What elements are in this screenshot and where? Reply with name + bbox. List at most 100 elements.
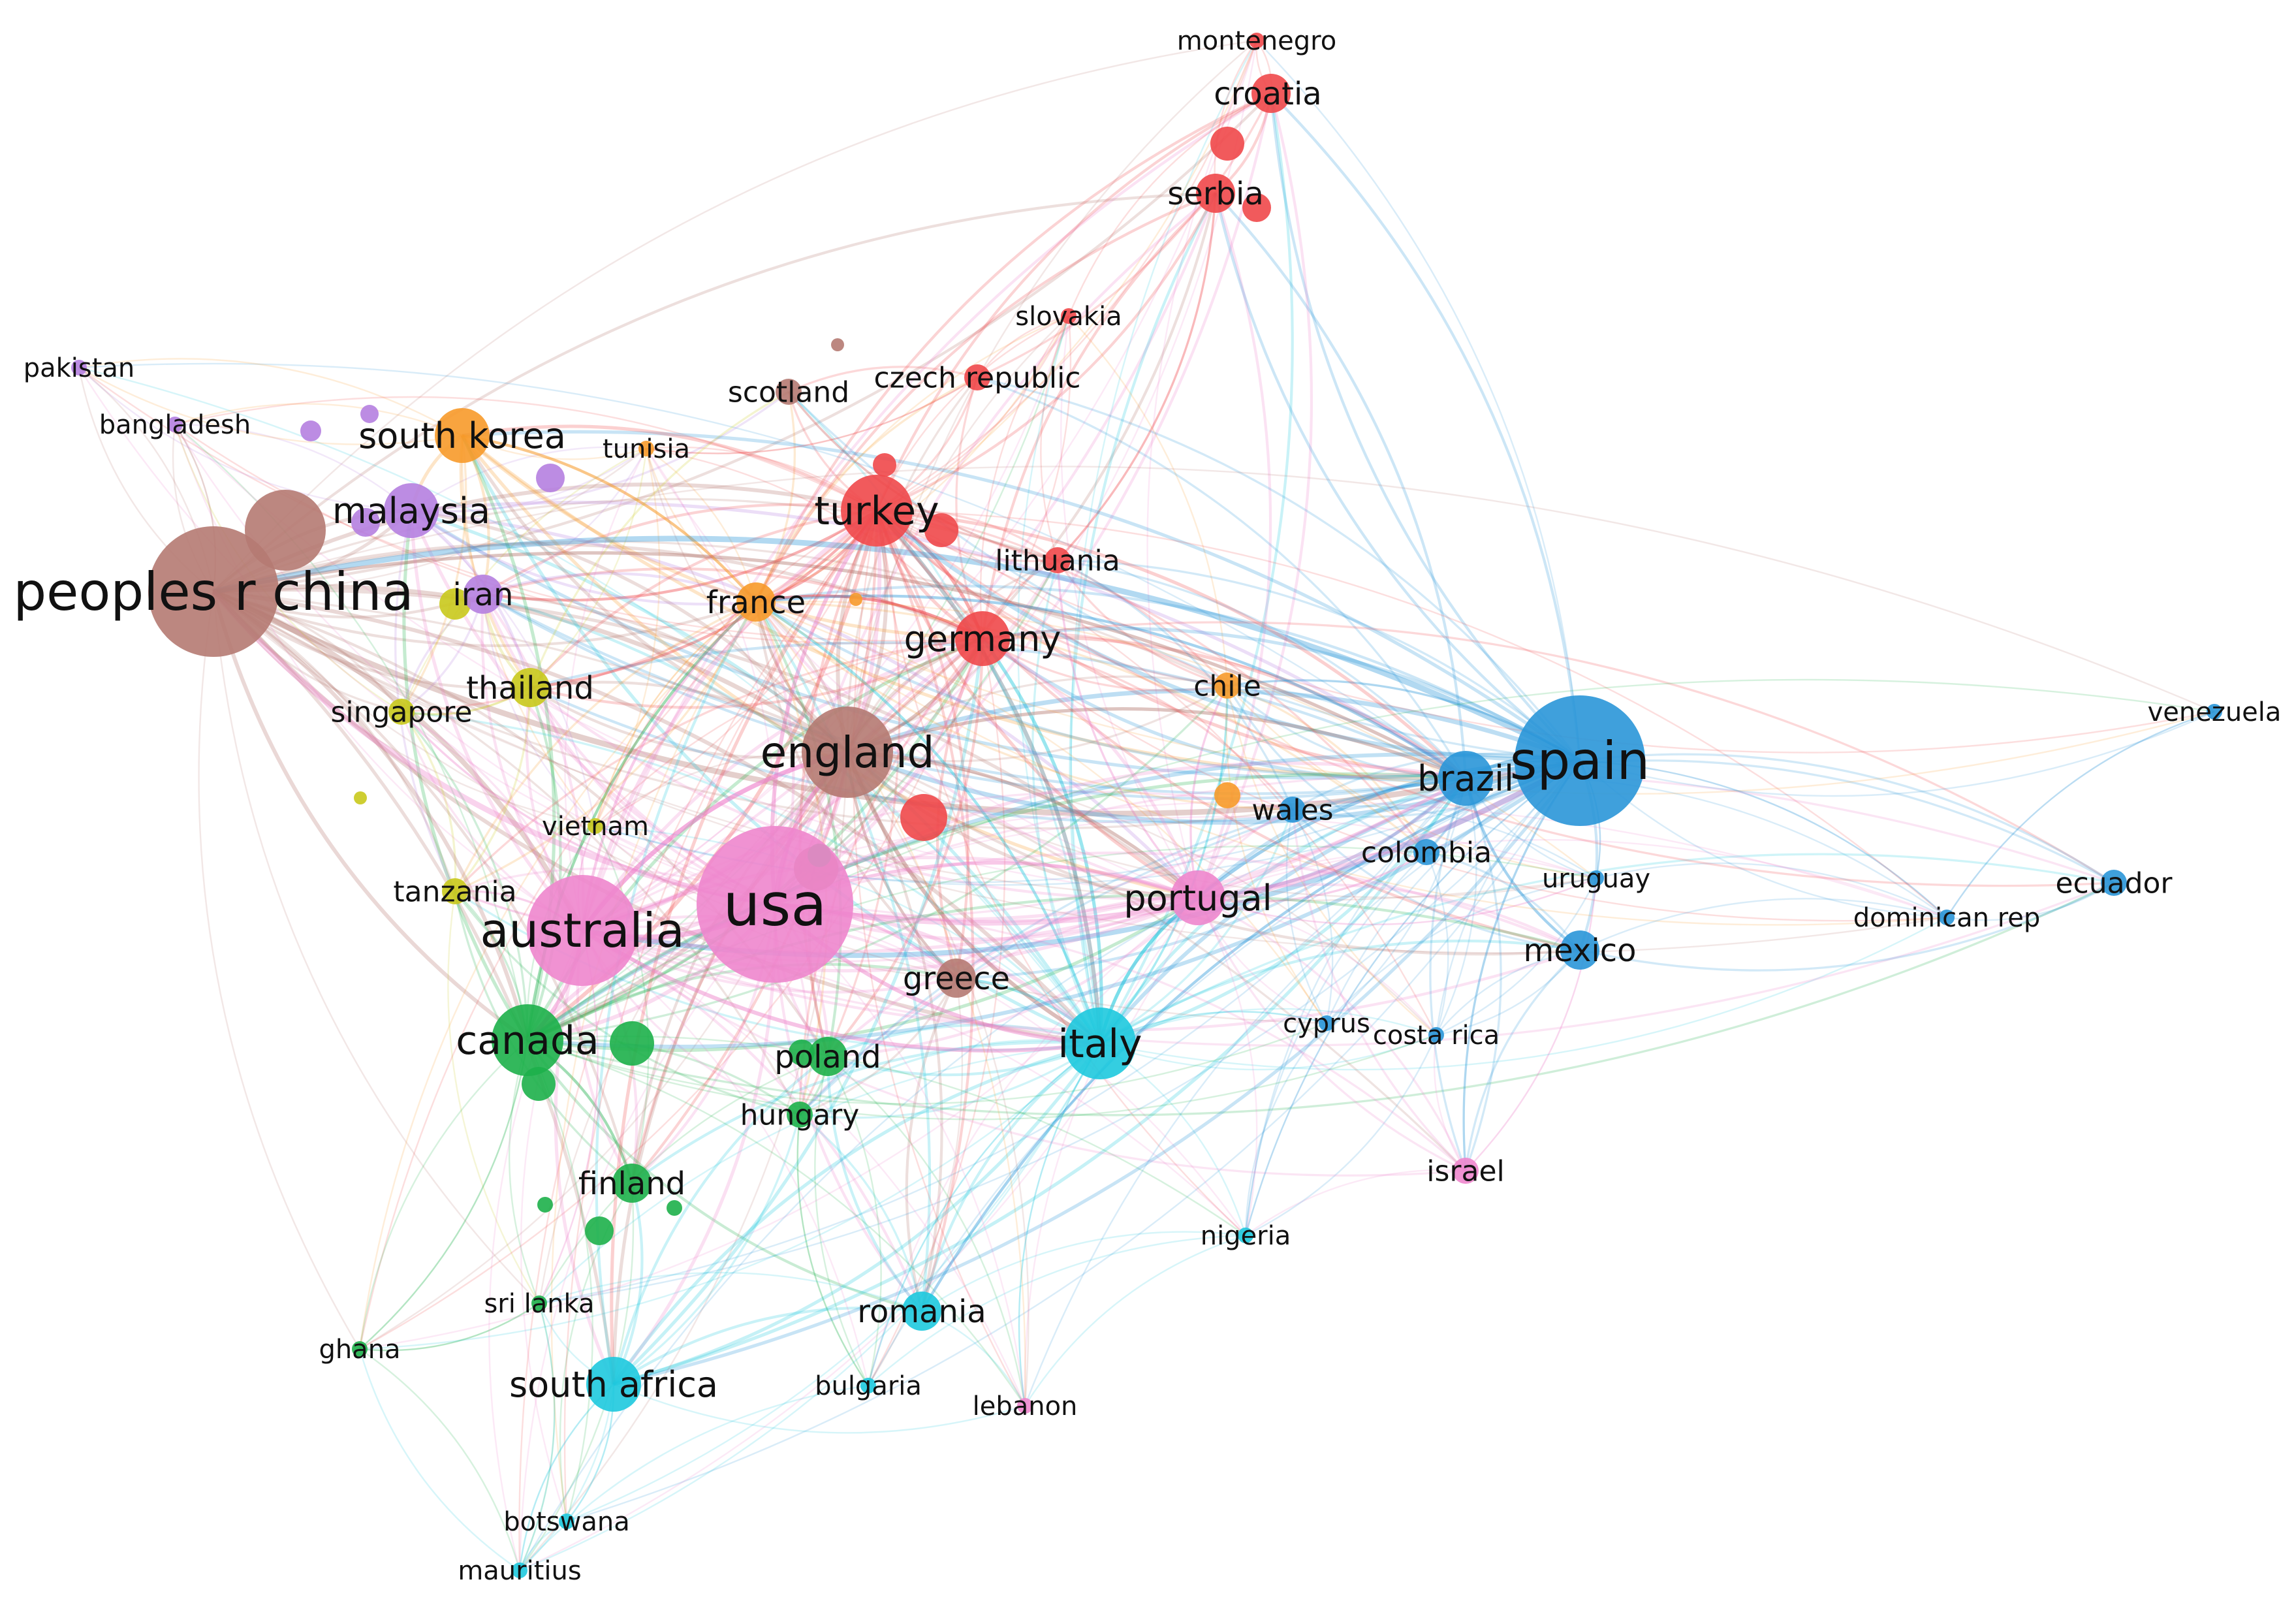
node-iran[interactable] — [464, 575, 503, 614]
unlabeled-node[interactable] — [1210, 127, 1244, 161]
edge-malaysia-spain — [410, 509, 1580, 780]
label-slovakia: slovakia — [1015, 302, 1122, 332]
node-thailand[interactable] — [511, 668, 550, 707]
unlabeled-node[interactable] — [354, 791, 367, 804]
edge-australia-italy — [581, 928, 1101, 1053]
node-malaysia[interactable] — [384, 483, 439, 538]
unlabeled-node[interactable] — [900, 794, 947, 841]
label-colombia: colombia — [1361, 836, 1492, 869]
node-bulgaria[interactable] — [860, 1378, 876, 1393]
node-costa-rica[interactable] — [1428, 1027, 1444, 1043]
node-ecuador[interactable] — [2101, 870, 2127, 896]
node-south-korea[interactable] — [435, 408, 490, 463]
unlabeled-node[interactable] — [789, 1040, 815, 1066]
node-mauritius[interactable] — [512, 1563, 527, 1578]
unlabeled-node[interactable] — [610, 1021, 654, 1066]
node-england[interactable] — [802, 706, 893, 798]
edge-iran-turkey — [482, 509, 878, 602]
node-romania[interactable] — [902, 1292, 941, 1331]
edge-turkey-slovakia — [875, 315, 1069, 511]
node-singapore[interactable] — [388, 699, 415, 725]
edge-england-italy — [845, 751, 1101, 1045]
node-mexico[interactable] — [1560, 930, 1599, 970]
edge-canada-sri-lanka — [508, 1040, 541, 1304]
node-poland[interactable] — [808, 1037, 847, 1076]
edge-scotland-italy — [787, 390, 1101, 1044]
node-portugal[interactable] — [1171, 870, 1225, 925]
node-turkey[interactable] — [841, 475, 913, 547]
node-uruguay[interactable] — [1588, 870, 1604, 886]
unlabeled-node[interactable] — [1242, 193, 1271, 222]
unlabeled-node[interactable] — [667, 1200, 682, 1216]
edge-england-chile — [847, 684, 1228, 763]
edge-romania-spain — [920, 759, 1580, 1312]
unlabeled-node[interactable] — [439, 588, 471, 620]
node-usa[interactable] — [697, 826, 853, 983]
node-south-africa[interactable] — [586, 1357, 641, 1412]
unlabeled-node[interactable] — [1214, 782, 1240, 808]
unlabeled-node[interactable] — [536, 464, 565, 492]
node-lithuania[interactable] — [1045, 547, 1071, 573]
unlabeled-node[interactable] — [924, 513, 958, 547]
edge-uruguay-portugal — [1197, 877, 1597, 926]
edge-wales-germany — [982, 637, 1294, 811]
node-germany[interactable] — [955, 611, 1010, 666]
label-australia: australia — [480, 903, 684, 958]
unlabeled-node[interactable] — [849, 593, 862, 606]
edge-ecuador-dominican-rep — [1946, 881, 2115, 921]
node-colombia[interactable] — [1413, 839, 1439, 865]
node-montenegro[interactable] — [1249, 33, 1265, 48]
edge-south-africa-france — [595, 601, 757, 1385]
node-serbia[interactable] — [1196, 174, 1235, 213]
unlabeled-node[interactable] — [873, 453, 896, 477]
node-bangladesh[interactable] — [167, 417, 183, 432]
unlabeled-node[interactable] — [360, 405, 379, 423]
edge-costa-rica-mexico — [1436, 949, 1580, 1036]
node-brazil[interactable] — [1438, 751, 1493, 806]
edge-italy-turkey — [875, 509, 1102, 1044]
node-lebanon[interactable] — [1017, 1398, 1033, 1414]
edge-pakistan-brazil — [78, 362, 1466, 779]
node-finland[interactable] — [612, 1164, 652, 1203]
edge-england-brazil — [847, 707, 1466, 780]
edge-italy-france — [755, 601, 1101, 1044]
node-pakistan[interactable] — [71, 360, 87, 375]
node-vietnam[interactable] — [588, 818, 603, 834]
node-greece[interactable] — [937, 959, 976, 998]
node-cyprus[interactable] — [1319, 1015, 1334, 1031]
unlabeled-node[interactable] — [245, 490, 326, 571]
node-czech-republic[interactable] — [964, 364, 990, 390]
node-wales[interactable] — [1280, 797, 1306, 823]
label-turkey: turkey — [814, 488, 939, 534]
node-dominican-rep[interactable] — [1939, 910, 1955, 925]
node-scotland[interactable] — [776, 379, 802, 405]
node-italy[interactable] — [1064, 1008, 1136, 1079]
node-peoples-r-china[interactable] — [148, 526, 279, 657]
node-venezuela[interactable] — [2207, 704, 2222, 720]
unlabeled-node[interactable] — [585, 1216, 614, 1245]
node-tanzania[interactable] — [442, 878, 468, 904]
edge-south-africa-italy — [612, 1041, 1101, 1386]
node-sri-lanka[interactable] — [531, 1295, 547, 1311]
unlabeled-node[interactable] — [300, 421, 321, 441]
edge-israel-wales — [1291, 809, 1467, 1172]
node-nigeria[interactable] — [1238, 1228, 1253, 1243]
unlabeled-node[interactable] — [831, 338, 844, 351]
node-croatia[interactable] — [1251, 74, 1291, 113]
node-chile[interactable] — [1214, 673, 1240, 699]
edge-germany-czech-republic — [955, 377, 984, 639]
node-australia[interactable] — [527, 875, 638, 986]
node-ghana[interactable] — [352, 1341, 368, 1357]
node-botswana[interactable] — [559, 1514, 574, 1529]
edge-sri-lanka-mauritius — [518, 1303, 556, 1571]
node-canada[interactable] — [492, 1004, 563, 1076]
node-tunisia[interactable] — [638, 441, 654, 456]
unlabeled-node[interactable] — [351, 508, 380, 537]
unlabeled-node[interactable] — [537, 1197, 553, 1213]
node-hungary[interactable] — [787, 1102, 813, 1128]
node-israel[interactable] — [1453, 1158, 1479, 1184]
node-france[interactable] — [736, 582, 776, 622]
node-spain[interactable] — [1515, 695, 1645, 826]
edge-iran-tunisia — [482, 448, 648, 595]
node-slovakia[interactable] — [1061, 308, 1077, 324]
